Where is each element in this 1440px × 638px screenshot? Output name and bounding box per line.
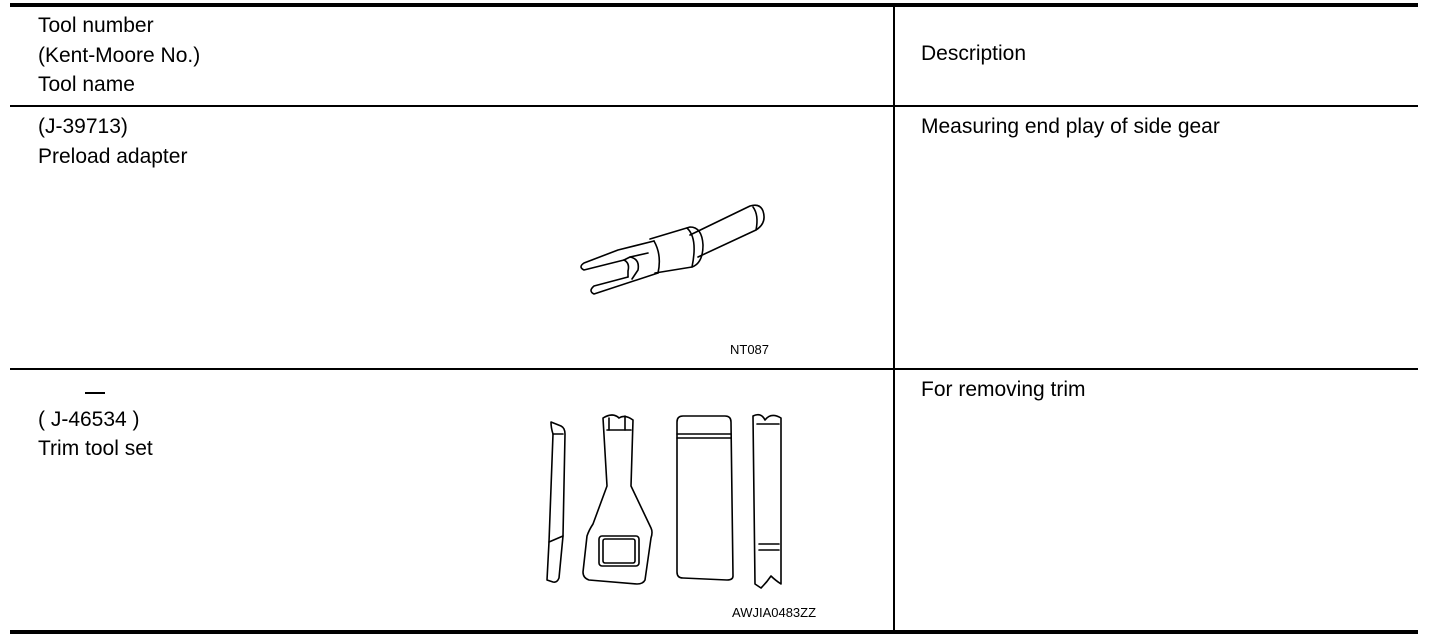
table-row: ( J-46534 ) Trim tool set [38, 375, 153, 464]
header-tool-name: Tool name [38, 73, 135, 96]
figure-code: NT087 [730, 342, 770, 357]
tool-number: ( J-46534 ) [38, 407, 140, 431]
table-bottom-border [10, 630, 1418, 634]
header-tool-column: Tool number (Kent-Moore No.) Tool name [38, 11, 200, 100]
figure-code: AWJIA0483ZZ [732, 605, 817, 620]
tool-name: Trim tool set [38, 437, 153, 460]
tool-number-dash [38, 375, 153, 405]
header-kent-moore: (Kent-Moore No.) [38, 43, 201, 67]
dash-mark [85, 392, 105, 394]
preload-adapter-drawing [580, 204, 765, 295]
table-top-border [10, 3, 1418, 7]
tool-description: For removing trim [921, 378, 1086, 401]
tool-number: (J-39713) [38, 115, 128, 138]
tool-name: Preload adapter [38, 144, 188, 168]
column-divider [893, 3, 895, 633]
header-description: Description [921, 42, 1027, 65]
row-divider [10, 368, 1418, 370]
header-tool-number: Tool number [38, 14, 154, 37]
header-divider [10, 105, 1418, 107]
tool-description: Measuring end play of side gear [921, 115, 1220, 138]
table-row: (J-39713) Preload adapter [38, 112, 187, 171]
trim-tool-set-drawing [546, 413, 782, 589]
tool-table: Tool number (Kent-Moore No.) Tool name D… [10, 3, 1418, 634]
